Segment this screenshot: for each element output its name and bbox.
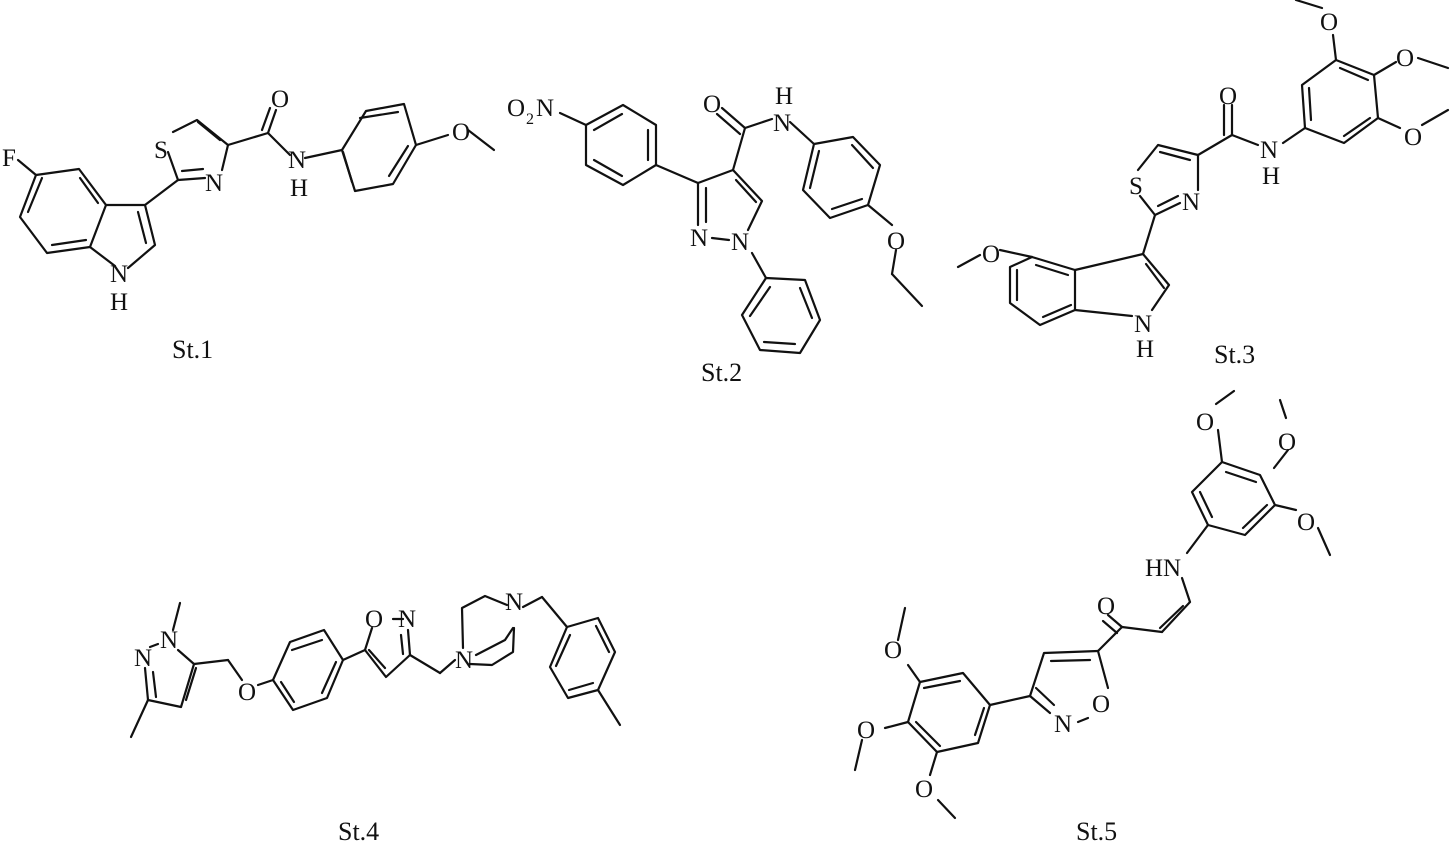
atom-oxygen-methoxy: O [452,119,470,146]
atom-oxygen-methoxy-c: O [1297,509,1315,536]
atom-nitrogen-isoxazole: N [1054,711,1072,738]
atom-oxygen-methoxy-b: O [1278,429,1296,456]
atom-oxygen-methoxy-2: O [1396,45,1414,72]
structure-st3: O S N O N H O O O N H St.3 [956,0,1450,369]
atom-nitrogen-amide: N [1260,137,1278,164]
atom-nitrogen-amide: N [288,147,306,174]
atom-nitrogen-piperazine-1: N [455,647,473,674]
atom-hydrogen-indole: H [110,289,128,316]
atom-nitrogen-amide: N [773,110,791,137]
atom-nitrogen-pyrazole-1: N [731,229,749,256]
atom-oxygen-carbonyl: O [703,91,721,118]
atom-nitrogen-indole: N [110,261,128,288]
nitro-subscript: 2 [526,111,534,128]
atom-hydrogen-indole: H [1136,336,1154,363]
atom-amine-hn: HN [1145,555,1181,582]
structure-st2: O 2 N O H N N N O St.2 [507,83,924,387]
atom-nitro-oxygen: O [507,95,525,122]
atom-oxygen-carbonyl: O [1219,83,1237,110]
atom-oxygen-indole-methoxy: O [982,241,1000,268]
atom-nitro-nitrogen: N [536,95,554,122]
atom-fluorine: F [2,145,16,172]
atom-oxygen-ketone: O [1097,593,1115,620]
atom-nitrogen-pyrazole-2: N [134,645,152,672]
atom-oxygen-methoxy-3: O [1404,124,1422,151]
atom-oxygen-ether: O [238,679,256,706]
atom-sulfur: S [1129,173,1143,200]
atom-oxygen-carbonyl: O [271,86,289,113]
atom-hydrogen-amide: H [1262,163,1280,190]
atom-oxygen-methoxy-d: O [884,637,902,664]
atom-nitrogen-pyrazole-1: N [160,627,178,654]
atom-nitrogen-isoxazole: N [398,606,416,633]
atom-oxygen-methoxy-f: O [915,776,933,803]
atom-oxygen-isoxazole: O [365,606,383,633]
atom-nitrogen-piperazine-4: N [505,589,523,616]
atom-sulfur: S [154,137,168,164]
atom-oxygen-methoxy-e: O [857,717,875,744]
structure-label-st2: St.2 [701,358,742,387]
structure-st1: F S N O N H O N H St.1 [2,86,496,364]
structure-label-st1: St.1 [172,335,213,364]
atom-nitrogen-indole: N [1134,311,1152,338]
atom-nitrogen-thiazole: N [205,170,223,197]
atom-hydrogen-amide: H [290,175,308,202]
atom-oxygen-isoxazole: O [1092,691,1110,718]
atom-oxygen-methoxy-1: O [1320,9,1338,36]
structure-st5: O O O HN O O N O O O St.5 [853,389,1332,846]
atom-nitrogen-pyrazole-2: N [690,225,708,252]
structure-label-st4: St.4 [338,817,379,846]
atom-hydrogen-amide: H [775,83,793,110]
structure-label-st3: St.3 [1214,340,1255,369]
atom-oxygen-methoxy-a: O [1196,409,1214,436]
atom-nitrogen-thiazole: N [1182,189,1200,216]
structure-st4: N N O O N N N St.4 [129,589,622,846]
atom-oxygen-ethoxy: O [887,228,905,255]
structure-label-st5: St.5 [1076,817,1117,846]
